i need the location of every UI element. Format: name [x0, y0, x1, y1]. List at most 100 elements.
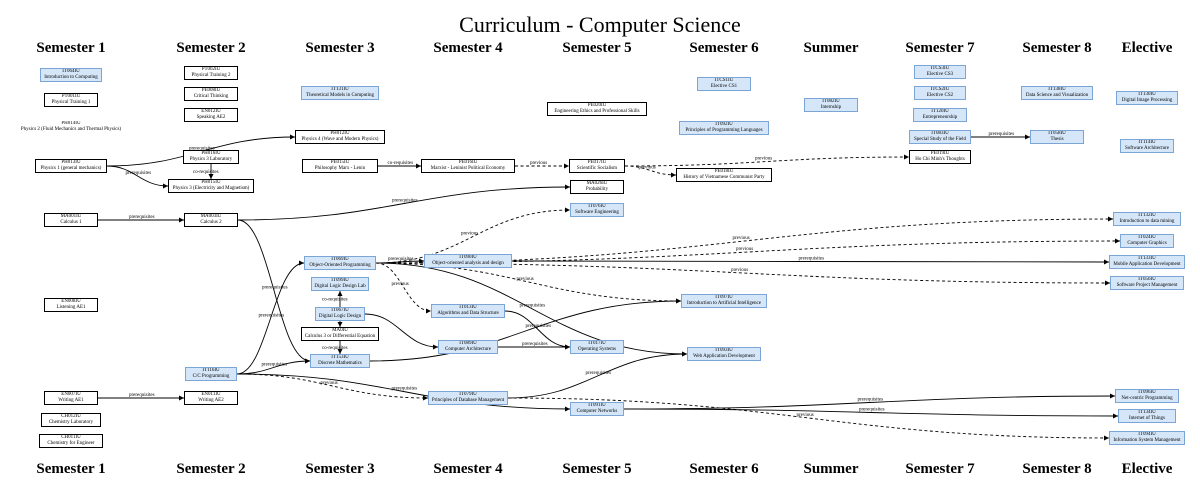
course-code: IT058IU: [1048, 131, 1066, 137]
course-name: Object-oriented analysis and design: [432, 261, 504, 266]
edge-label: previous: [755, 157, 772, 162]
edge-label: previous: [731, 268, 748, 273]
course-name: Physics 3 (Electricity and Magnetism): [172, 186, 250, 191]
semester-label: Elective: [1121, 40, 1173, 56]
semester-label: Semester 4: [433, 461, 503, 477]
edge-prereq: [623, 408, 1119, 419]
edge-prev: [375, 262, 682, 304]
course-code: PE008IU: [201, 88, 221, 94]
course-code: PH015IU: [201, 180, 221, 186]
course-code: IT056IU: [1138, 277, 1156, 283]
edge-prereq: [511, 259, 1110, 265]
course-name: Mobile Application Development: [1113, 262, 1181, 267]
edge-prev: [375, 207, 571, 264]
course-code: ITCS3IU: [930, 66, 950, 72]
course-name: Chemistry Laboratory: [48, 420, 94, 425]
course-name: Scientific Socialism: [576, 166, 618, 171]
course-name: Algorithms and Data Structure: [437, 311, 499, 316]
edge-link: [364, 313, 439, 350]
course-name: Computer Graphics: [1127, 241, 1167, 246]
course-name: Digital Logic Design: [318, 314, 362, 319]
edge-prereq: [504, 310, 571, 350]
edge-label: previous: [736, 247, 753, 252]
course-name: Software Architecture: [1124, 146, 1169, 151]
course-name: Software Engineering: [575, 210, 619, 215]
course-name: Elective CS3: [926, 72, 954, 77]
course-name: Physics 2 (Fluid Mechanics and Thermal P…: [20, 127, 122, 132]
semester-label: Semester 6: [689, 461, 759, 477]
course-code: IT130IU: [1138, 92, 1156, 98]
course-code: IT092IU: [715, 122, 733, 128]
edge-label: previous: [461, 232, 478, 237]
edge-label: previous: [530, 161, 547, 166]
edge-label: prerequisites: [586, 371, 612, 376]
course-code: PE017IU: [587, 160, 607, 166]
course-name: Digital Image Processing: [1121, 98, 1173, 103]
course-name: Internet of Things: [1128, 416, 1165, 421]
edge-label: prerequisites: [520, 304, 546, 309]
course-name: Entrepreneurship: [922, 115, 958, 120]
course-code: EN007IU: [61, 392, 81, 398]
course-code: IT153IU: [331, 355, 349, 361]
